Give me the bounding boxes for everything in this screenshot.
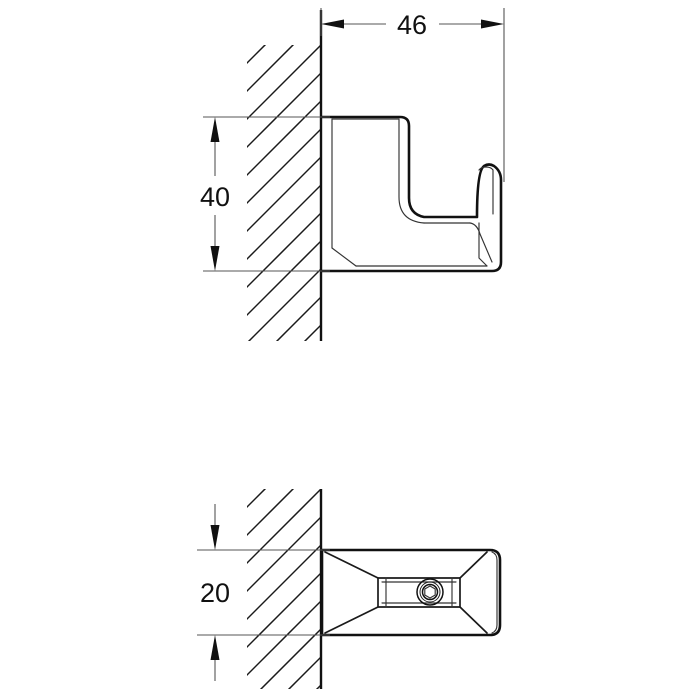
hook-plan-chamfer-bottom-right <box>459 606 488 634</box>
hook-plan-chamfer-top-right <box>459 551 488 579</box>
arrow-40-bottom <box>210 246 220 271</box>
dim-label-20: 20 <box>200 578 230 608</box>
dim-label-46: 46 <box>397 10 427 40</box>
arrow-20-bottom <box>210 635 220 660</box>
arrow-46-left <box>321 19 344 29</box>
hook-plan-chamfer-bottom-left <box>324 606 379 634</box>
hook-lip-inner-right <box>478 222 488 267</box>
hook-plan-outer-profile <box>320 548 502 637</box>
wall-hatching-top <box>247 45 321 341</box>
dim-label-40: 40 <box>200 182 230 212</box>
arrow-40-top <box>210 117 220 142</box>
screw-outer-ring <box>416 578 444 606</box>
arrow-46-right <box>481 19 504 29</box>
depth-dimension-46: 46 <box>320 8 505 182</box>
arrow-20-top <box>210 525 220 550</box>
hook-lip-taper <box>469 222 493 263</box>
screw-hex-socket <box>424 585 436 599</box>
hook-outer-profile <box>320 115 503 273</box>
hook-lip-top-edge <box>478 166 494 215</box>
top-plan-view: 20 <box>197 489 502 689</box>
wall-hatching-bottom <box>247 489 321 689</box>
hook-plan-chamfer-top-left <box>324 551 379 579</box>
hook-plan-inner-face <box>377 577 461 608</box>
screw-inner-ring <box>421 583 439 601</box>
hook-inner-corner-fillet <box>398 118 425 224</box>
hook-plan-end-cap <box>491 551 498 634</box>
hex-socket-screw <box>416 578 444 606</box>
width-dimension-20: 20 <box>197 504 330 681</box>
screw-mid-ring <box>419 581 441 603</box>
height-dimension-40: 40 <box>200 116 330 272</box>
hook-chamfer-bottom-left <box>331 247 357 267</box>
side-elevation-view: 46 40 <box>200 8 505 341</box>
